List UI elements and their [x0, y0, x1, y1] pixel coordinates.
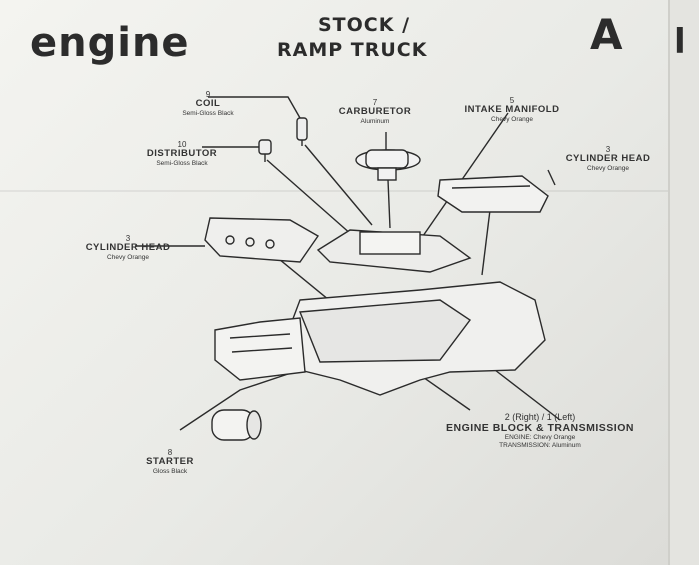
intake-manifold-label: 5 INTAKE MANIFOLD Chevy Orange [450, 96, 574, 124]
distributor-to-manifold-line [266, 159, 353, 236]
engine-block-label: 2 (Right) / 1 (Left) ENGINE BLOCK & TRAN… [418, 412, 662, 449]
instruction-sheet [0, 0, 668, 565]
coil-label: 9 COIL Semi-Gloss Black [150, 90, 266, 118]
engine-block-finish-engine: ENGINE: Chevy Orange [504, 434, 576, 442]
starter-leader-line [179, 369, 301, 431]
intake-manifold-part [316, 229, 472, 273]
exploded-engine-diagram [135, 96, 561, 441]
page-subtitle-line1: STOCK / [318, 14, 411, 36]
right-head-leader-line [547, 169, 556, 186]
coil-finish: Semi-Gloss Black [182, 110, 234, 118]
coil-to-manifold-line [304, 144, 373, 226]
block-leader-line-b [494, 369, 561, 421]
carburetor-label: 7 CARBURETOR Aluminum [325, 98, 425, 126]
block-leader-line-a [419, 374, 471, 411]
cylinder-head-left-name: CYLINDER HEAD [85, 242, 171, 254]
page-title: engine [30, 20, 190, 66]
coil-leader-line [208, 96, 301, 119]
starter-name: STARTER [146, 456, 194, 468]
cylinder-head-right-label: 3 CYLINDER HEAD Chevy Orange [552, 145, 664, 173]
carburetor-part [355, 149, 421, 181]
carburetor-finish: Aluminum [360, 118, 390, 126]
coil-part [296, 117, 308, 146]
cylinder-head-right-number: 3 [605, 145, 611, 154]
right-head-to-block-line [481, 209, 491, 276]
cylinder-head-right-part [437, 175, 549, 213]
page-subtitle-line2: RAMP TRUCK [277, 39, 428, 61]
cylinder-head-right-name: CYLINDER HEAD [565, 153, 651, 165]
starter-number: 8 [167, 448, 173, 457]
engine-block-part [214, 281, 546, 396]
paper-fold-line [0, 190, 668, 192]
cylinder-head-left-number: 3 [125, 234, 131, 243]
coil-number: 9 [205, 90, 211, 99]
carburetor-to-manifold-line [387, 179, 391, 229]
engine-block-name: ENGINE BLOCK & TRANSMISSION [446, 422, 634, 435]
distributor-name: DISTRIBUTOR [146, 148, 218, 160]
adjacent-sheet-edge [668, 0, 699, 565]
intake-manifold-name: INTAKE MANIFOLD [464, 104, 560, 116]
cylinder-head-left-label: 3 CYLINDER HEAD Chevy Orange [70, 234, 186, 262]
distributor-label: 10 DISTRIBUTOR Semi-Gloss Black [120, 140, 244, 168]
starter-label: 8 STARTER Gloss Black [138, 448, 202, 476]
carburetor-name: CARBURETOR [338, 106, 412, 118]
carburetor-number: 7 [372, 98, 378, 107]
coil-name: COIL [195, 98, 221, 110]
engine-block-number: 2 (Right) / 1 (Left) [504, 412, 576, 422]
engine-block-finish-transmission: TRANSMISSION: Aluminum [499, 441, 581, 449]
cylinder-head-left-part [204, 217, 320, 263]
intake-manifold-finish: Chevy Orange [491, 116, 533, 124]
page-letter: A [590, 10, 623, 59]
cylinder-head-right-finish: Chevy Orange [587, 165, 629, 173]
starter-finish: Gloss Black [152, 468, 188, 476]
intake-manifold-number: 5 [509, 96, 515, 105]
starter-part [211, 409, 262, 441]
next-page-letter-fragment: l [674, 22, 686, 62]
distributor-number: 10 [177, 140, 187, 149]
cylinder-head-left-finish: Chevy Orange [107, 254, 149, 262]
distributor-finish: Semi-Gloss Black [156, 160, 208, 168]
distributor-part [258, 139, 272, 162]
